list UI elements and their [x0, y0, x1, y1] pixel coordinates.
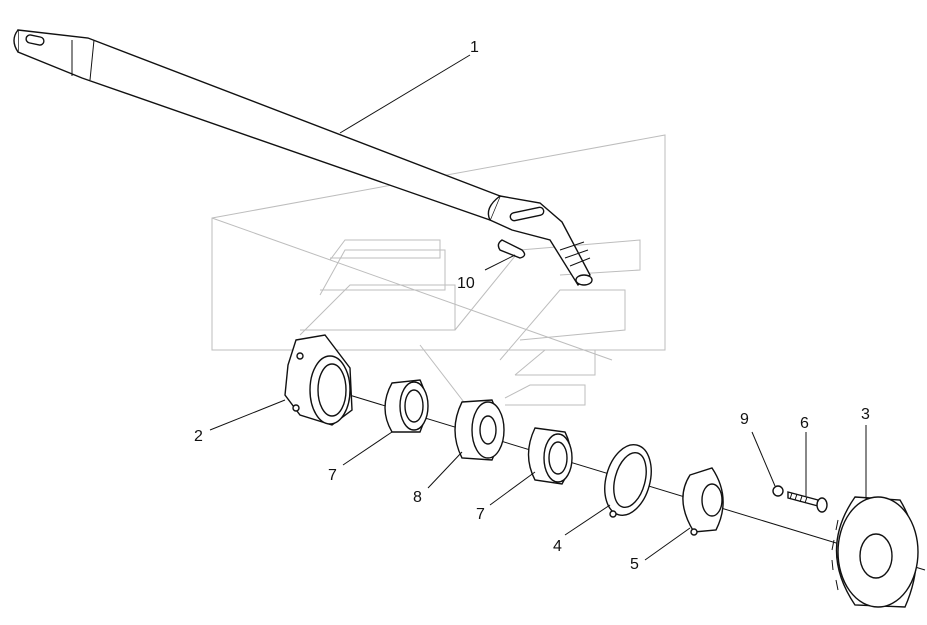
callout-8: 8	[413, 489, 422, 506]
gasket-part	[604, 444, 652, 518]
callout-3: 3	[861, 406, 870, 423]
watermark	[211, 134, 666, 411]
callout-10: 10	[457, 275, 475, 292]
leader-lines	[209, 54, 867, 561]
double-row-bearing-part	[454, 399, 505, 461]
callout-2: 2	[194, 428, 203, 445]
bearing-race-part-b	[527, 427, 573, 485]
callout-9: 9	[740, 411, 749, 428]
callout-5: 5	[630, 556, 639, 573]
wheel-hub-part	[831, 496, 919, 608]
housing-part	[284, 334, 353, 426]
callout-6: 6	[800, 415, 809, 432]
lock-washer-part	[772, 485, 784, 497]
key-part	[497, 239, 526, 259]
callout-1: 1	[470, 39, 479, 56]
callout-7a: 7	[328, 467, 337, 484]
bolt-part	[787, 491, 828, 513]
cover-flange-part	[682, 467, 724, 536]
shaft-part	[13, 29, 593, 287]
callout-4: 4	[553, 538, 562, 555]
callout-7b: 7	[476, 506, 485, 523]
bearing-race-part-a	[384, 379, 429, 433]
